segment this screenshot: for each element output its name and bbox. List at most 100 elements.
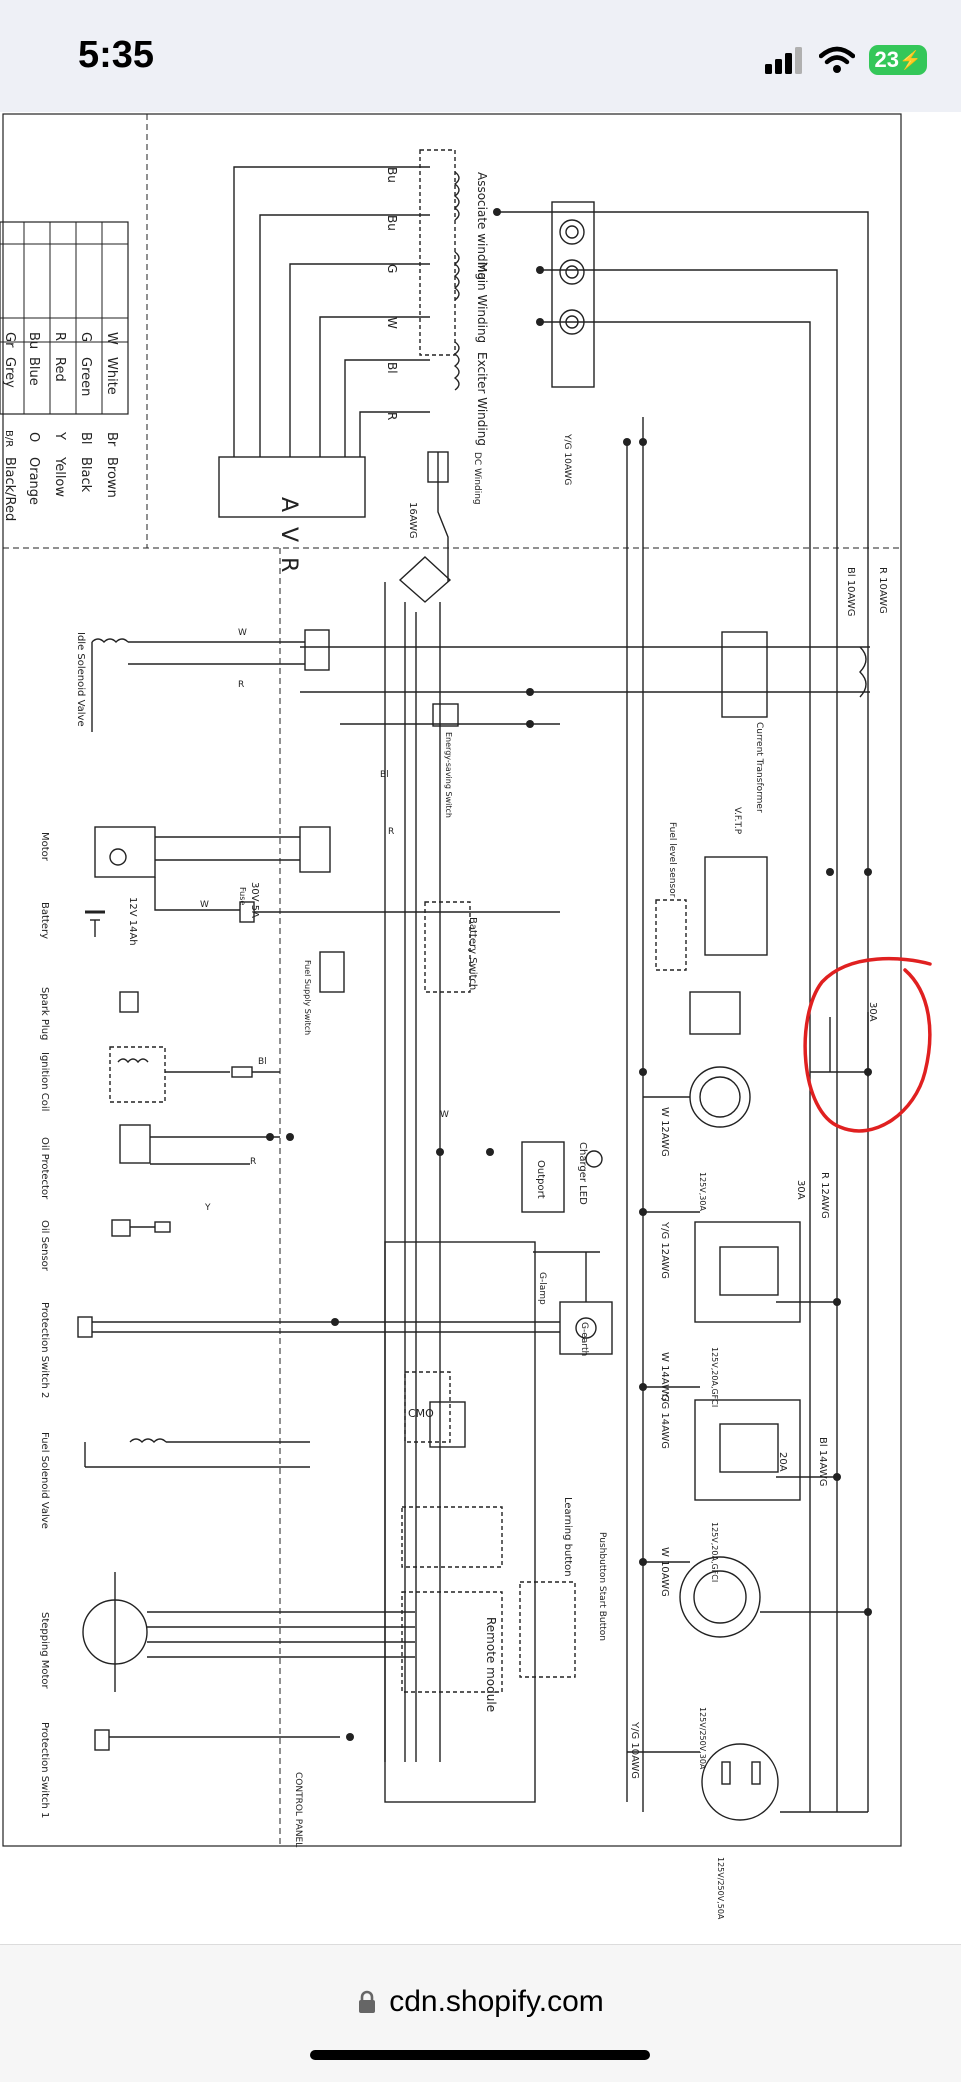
color-legend: [0, 221, 129, 415]
wifi-icon: [819, 46, 855, 73]
pushbutton-start-label: Pushbutton Start Button: [597, 1532, 607, 1641]
yg10awg-label: Y/G 10AWG: [629, 1721, 640, 1779]
motor-label: Motor: [39, 832, 50, 862]
battery-switch-label: Battery Switch: [467, 917, 478, 990]
exciter-winding-label: Exciter Winding: [475, 352, 489, 446]
oil-sensor-label: Oil Sensor: [39, 1220, 50, 1272]
w14awg-label: W 14AWG: [659, 1352, 670, 1402]
battery-label: Battery: [39, 902, 50, 939]
legend-name-black: Black: [78, 457, 93, 493]
lock-icon: [359, 1990, 376, 2013]
outlet-tt-50-label: 125V/250V,50A: [716, 1857, 725, 1920]
legend-name-white: White: [104, 357, 119, 395]
url-text: cdn.shopify.com: [389, 1985, 604, 2018]
wire-g: G: [385, 264, 399, 273]
energy-saving-label: Energy-saving Switch: [444, 732, 453, 818]
status-time: 5:35: [78, 34, 155, 76]
fix-wire-w3: W: [440, 1110, 449, 1120]
r10awg-label: R 10AWG: [877, 567, 888, 614]
current-transformer-label: Current Transformer: [754, 722, 764, 813]
yg12awg-label: Y/G 12AWG: [659, 1221, 670, 1279]
url-field[interactable]: cdn.shopify.com: [0, 1985, 961, 2019]
fuse-spec-label: 30V 5A: [249, 882, 260, 918]
vftp-label: V.F.T.P: [732, 807, 742, 835]
breaker-main-label: 30A: [867, 1002, 878, 1022]
legend-code-br: Br: [104, 432, 119, 447]
charger-led-label: Charger LED: [577, 1142, 588, 1205]
fix-wire-bl: Bl: [380, 770, 389, 780]
legend-name-brown: Brown: [104, 457, 119, 498]
cellular-signal-icon: [765, 47, 802, 74]
red-annotation-circle: [803, 956, 932, 1133]
legend-code-w: W: [104, 332, 119, 345]
yg14awg-label: Y/G 14AWG: [659, 1391, 670, 1449]
fuel-solenoid-label: Fuel Solenoid Valve: [39, 1432, 50, 1529]
legend-name-yellow: Yellow: [52, 456, 67, 497]
idle-solenoid-label: Idle Solenoid Valve: [75, 632, 86, 727]
dc-winding-label: DC Winding: [472, 452, 482, 505]
protection-switch-1-label: Protection Switch 1: [39, 1722, 50, 1818]
ground-label: Y/G 10AWG: [562, 433, 572, 485]
outlet-l14-30-label: 125V/250V,30A: [698, 1707, 707, 1770]
legend-name-black-red: Black/Red: [2, 457, 17, 521]
fuse-label: Fuse: [238, 887, 247, 905]
wiring-diagram: W White Br Brown G Green Bl Black R Red …: [0, 113, 932, 1920]
battery-spec-label: 12V 14Ah: [127, 897, 138, 946]
learning-button-label: Learning button: [562, 1497, 573, 1577]
legend-code-g: G: [78, 332, 93, 342]
fix-wire-r3: R: [250, 1157, 256, 1167]
fix-wire-w: W: [238, 628, 247, 638]
battery-charging-icon: 23⚡: [869, 45, 927, 75]
main-winding-label: Main Winding: [475, 262, 489, 343]
oil-protector-label: Oil Protector: [39, 1137, 50, 1200]
avr-label: A V R: [276, 497, 301, 576]
outlet-gfci-1-label: 125V,20A,GFCI: [710, 1347, 719, 1407]
w10awg-label: W 10AWG: [659, 1547, 670, 1597]
fix-wire-y: Y: [204, 1203, 211, 1213]
wire-bu-1: Bu: [385, 167, 399, 183]
legend-code-o: O: [26, 432, 41, 442]
legend-code-gr: Gr: [2, 332, 17, 348]
g-earth-label: G-earth: [579, 1322, 589, 1356]
breaker-20-label: 20A: [777, 1452, 788, 1472]
associate-winding-label: Associate winding: [475, 172, 489, 280]
fix-wire-w2: W: [200, 900, 209, 910]
legend-name-green: Green: [78, 357, 93, 396]
home-indicator[interactable]: [310, 2050, 650, 2060]
protection-switch-2-label: Protection Switch 2: [39, 1302, 50, 1398]
remote-module-label: Remote module: [484, 1617, 498, 1712]
legend-name-blue: Blue: [26, 357, 41, 386]
fuel-supply-label: Fuel Supply Switch: [303, 960, 312, 1035]
fix-wire-r: R: [238, 680, 244, 690]
status-bar: 5:35 23⚡: [0, 0, 961, 112]
image-viewer[interactable]: W White Br Brown G Green Bl Black R Red …: [0, 112, 961, 1944]
fuel-level-sensor-label: Fuel level sensor: [667, 822, 677, 898]
g-lamp-label: G-lamp: [537, 1272, 547, 1305]
bl10awg-label: Bl 10AWG: [845, 567, 856, 616]
control-panel-label: CONTROL PANEL: [293, 1772, 303, 1847]
browser-url-bar[interactable]: cdn.shopify.com: [0, 1944, 961, 2082]
outlet-gfci-2-label: 125V,20A,GFCI: [710, 1522, 719, 1582]
fix-wire-bl2: Bl: [258, 1057, 267, 1067]
fix-wire-r2: R: [388, 827, 394, 837]
legend-name-red: Red: [52, 357, 67, 382]
legend-text: W White Br Brown G Green Bl Black R Red …: [2, 332, 119, 521]
wire-r: R: [385, 412, 399, 420]
gauge-16-label: 16AWG: [407, 502, 418, 539]
legend-code-bu: Bu: [26, 332, 41, 349]
legend-code-br2: B/R: [3, 430, 14, 447]
status-icons: 23⚡: [765, 40, 927, 80]
stepping-motor-label: Stepping Motor: [39, 1612, 50, 1690]
legend-name-grey: Grey: [2, 357, 17, 388]
legend-code-r: R: [52, 332, 67, 341]
wire-bl: Bl: [385, 362, 399, 374]
wire-w: W: [385, 317, 399, 329]
r12awg-label: R 12AWG: [819, 1172, 830, 1219]
cmo-label: CMO: [408, 1407, 434, 1420]
ignition-coil-label: Ignition Coil: [39, 1052, 50, 1111]
battery-level: 23: [874, 47, 900, 72]
legend-code-bl: Bl: [78, 432, 93, 445]
outport-label: Outport: [535, 1160, 546, 1199]
legend-name-orange: Orange: [26, 457, 41, 505]
bl14awg-label: Bl 14AWG: [817, 1437, 828, 1486]
